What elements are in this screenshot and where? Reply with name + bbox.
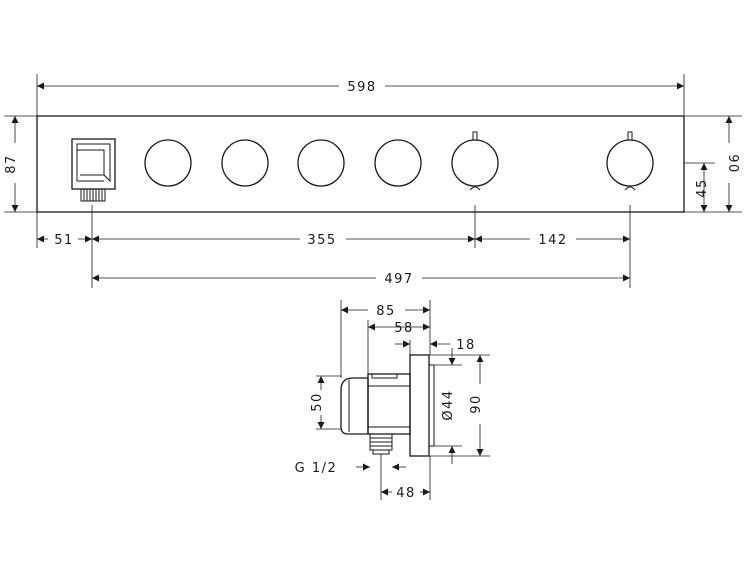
dim-depth-body: 58 — [394, 321, 414, 336]
dim-span-total: 497 — [384, 272, 413, 287]
dim-outlet-height: 45 — [695, 178, 710, 198]
valve-knob-5 — [451, 131, 499, 191]
dim-height-left: 87 — [4, 154, 19, 174]
side-elbow-outlet — [340, 377, 369, 435]
dim-overall-width: 598 — [347, 80, 376, 95]
side-cover-plate — [409, 354, 430, 457]
front-plate — [36, 115, 685, 213]
valve-knob-2 — [221, 139, 269, 187]
dim-elbow-height: 50 — [310, 392, 325, 412]
thermostat-knob — [606, 131, 654, 191]
dim-plate-height: 90 — [469, 394, 484, 414]
front-view: 598 87 90 45 51 355 142 497 — [4, 74, 742, 288]
dim-plate-thickness: 18 — [456, 338, 476, 353]
side-thread — [369, 433, 393, 455]
side-body — [367, 373, 411, 435]
dim-span-middle: 355 — [307, 233, 336, 248]
dim-diameter: Ø44 — [441, 389, 456, 420]
valve-knob-4 — [374, 139, 422, 187]
wall-outlet — [71, 138, 116, 202]
dim-height-right: 90 — [725, 154, 740, 174]
valve-knob-1 — [144, 139, 192, 187]
dim-depth-total: 85 — [376, 304, 396, 319]
dim-thread: G 1/2 — [295, 461, 338, 476]
valve-knob-3 — [297, 139, 345, 187]
dim-offset-left: 51 — [54, 233, 74, 248]
dim-span-right: 142 — [538, 233, 567, 248]
side-view: 85 58 18 50 Ø44 90 G 1/2 48 — [295, 300, 490, 501]
dim-thread-offset: 48 — [396, 486, 416, 501]
